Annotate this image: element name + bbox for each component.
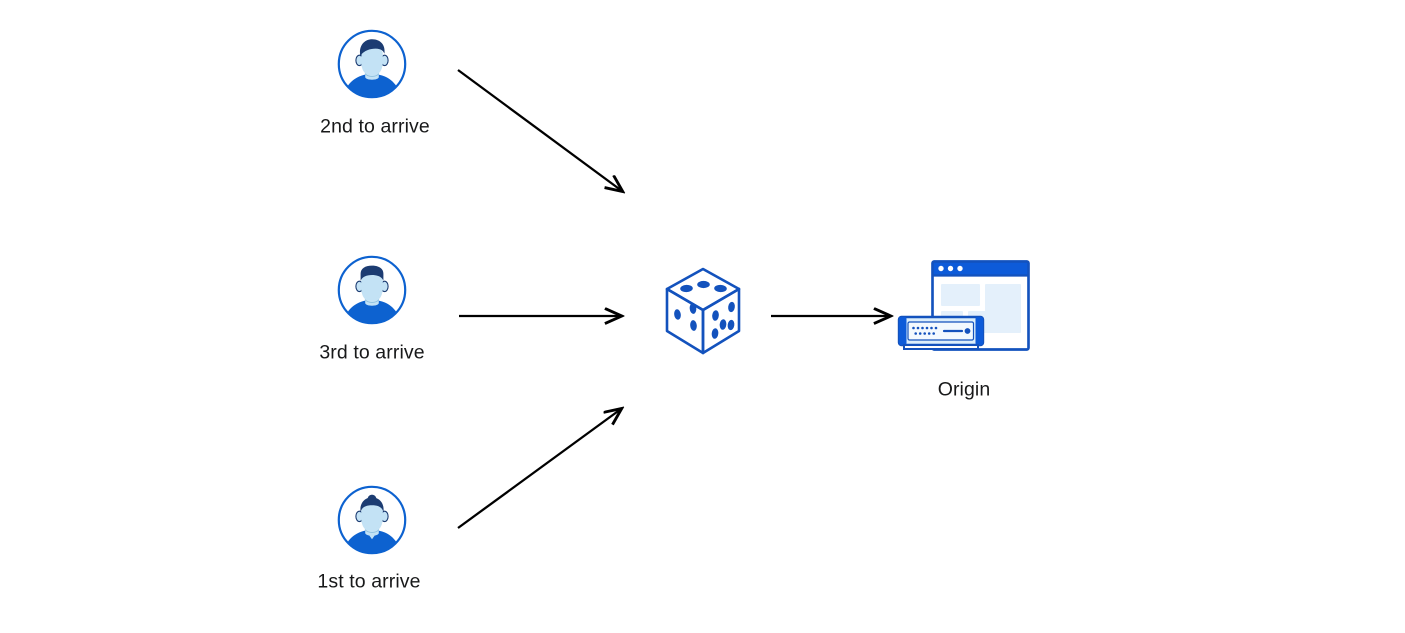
client-label-3rd: 3rd to arrive [319, 341, 425, 364]
origin-node[interactable] [896, 258, 1032, 369]
origin-server-icon [897, 260, 1030, 351]
client-label-2nd: 2nd to arrive [320, 115, 430, 138]
origin-label: Origin [937, 378, 991, 401]
client-node-2nd[interactable] [336, 28, 408, 100]
client-node-1st[interactable] [336, 484, 408, 556]
user-avatar-icon [337, 29, 407, 99]
server-device-icon [897, 315, 985, 350]
user-avatar-icon [337, 255, 407, 325]
client-node-3rd[interactable] [336, 254, 408, 326]
client-label-1st: 1st to arrive [317, 570, 421, 593]
random-selector-node[interactable] [660, 265, 746, 362]
user-avatar-icon [337, 485, 407, 555]
edge-1st-to-dice [457, 409, 621, 529]
dice-icon [665, 267, 741, 355]
edge-2nd-to-dice [457, 69, 622, 191]
